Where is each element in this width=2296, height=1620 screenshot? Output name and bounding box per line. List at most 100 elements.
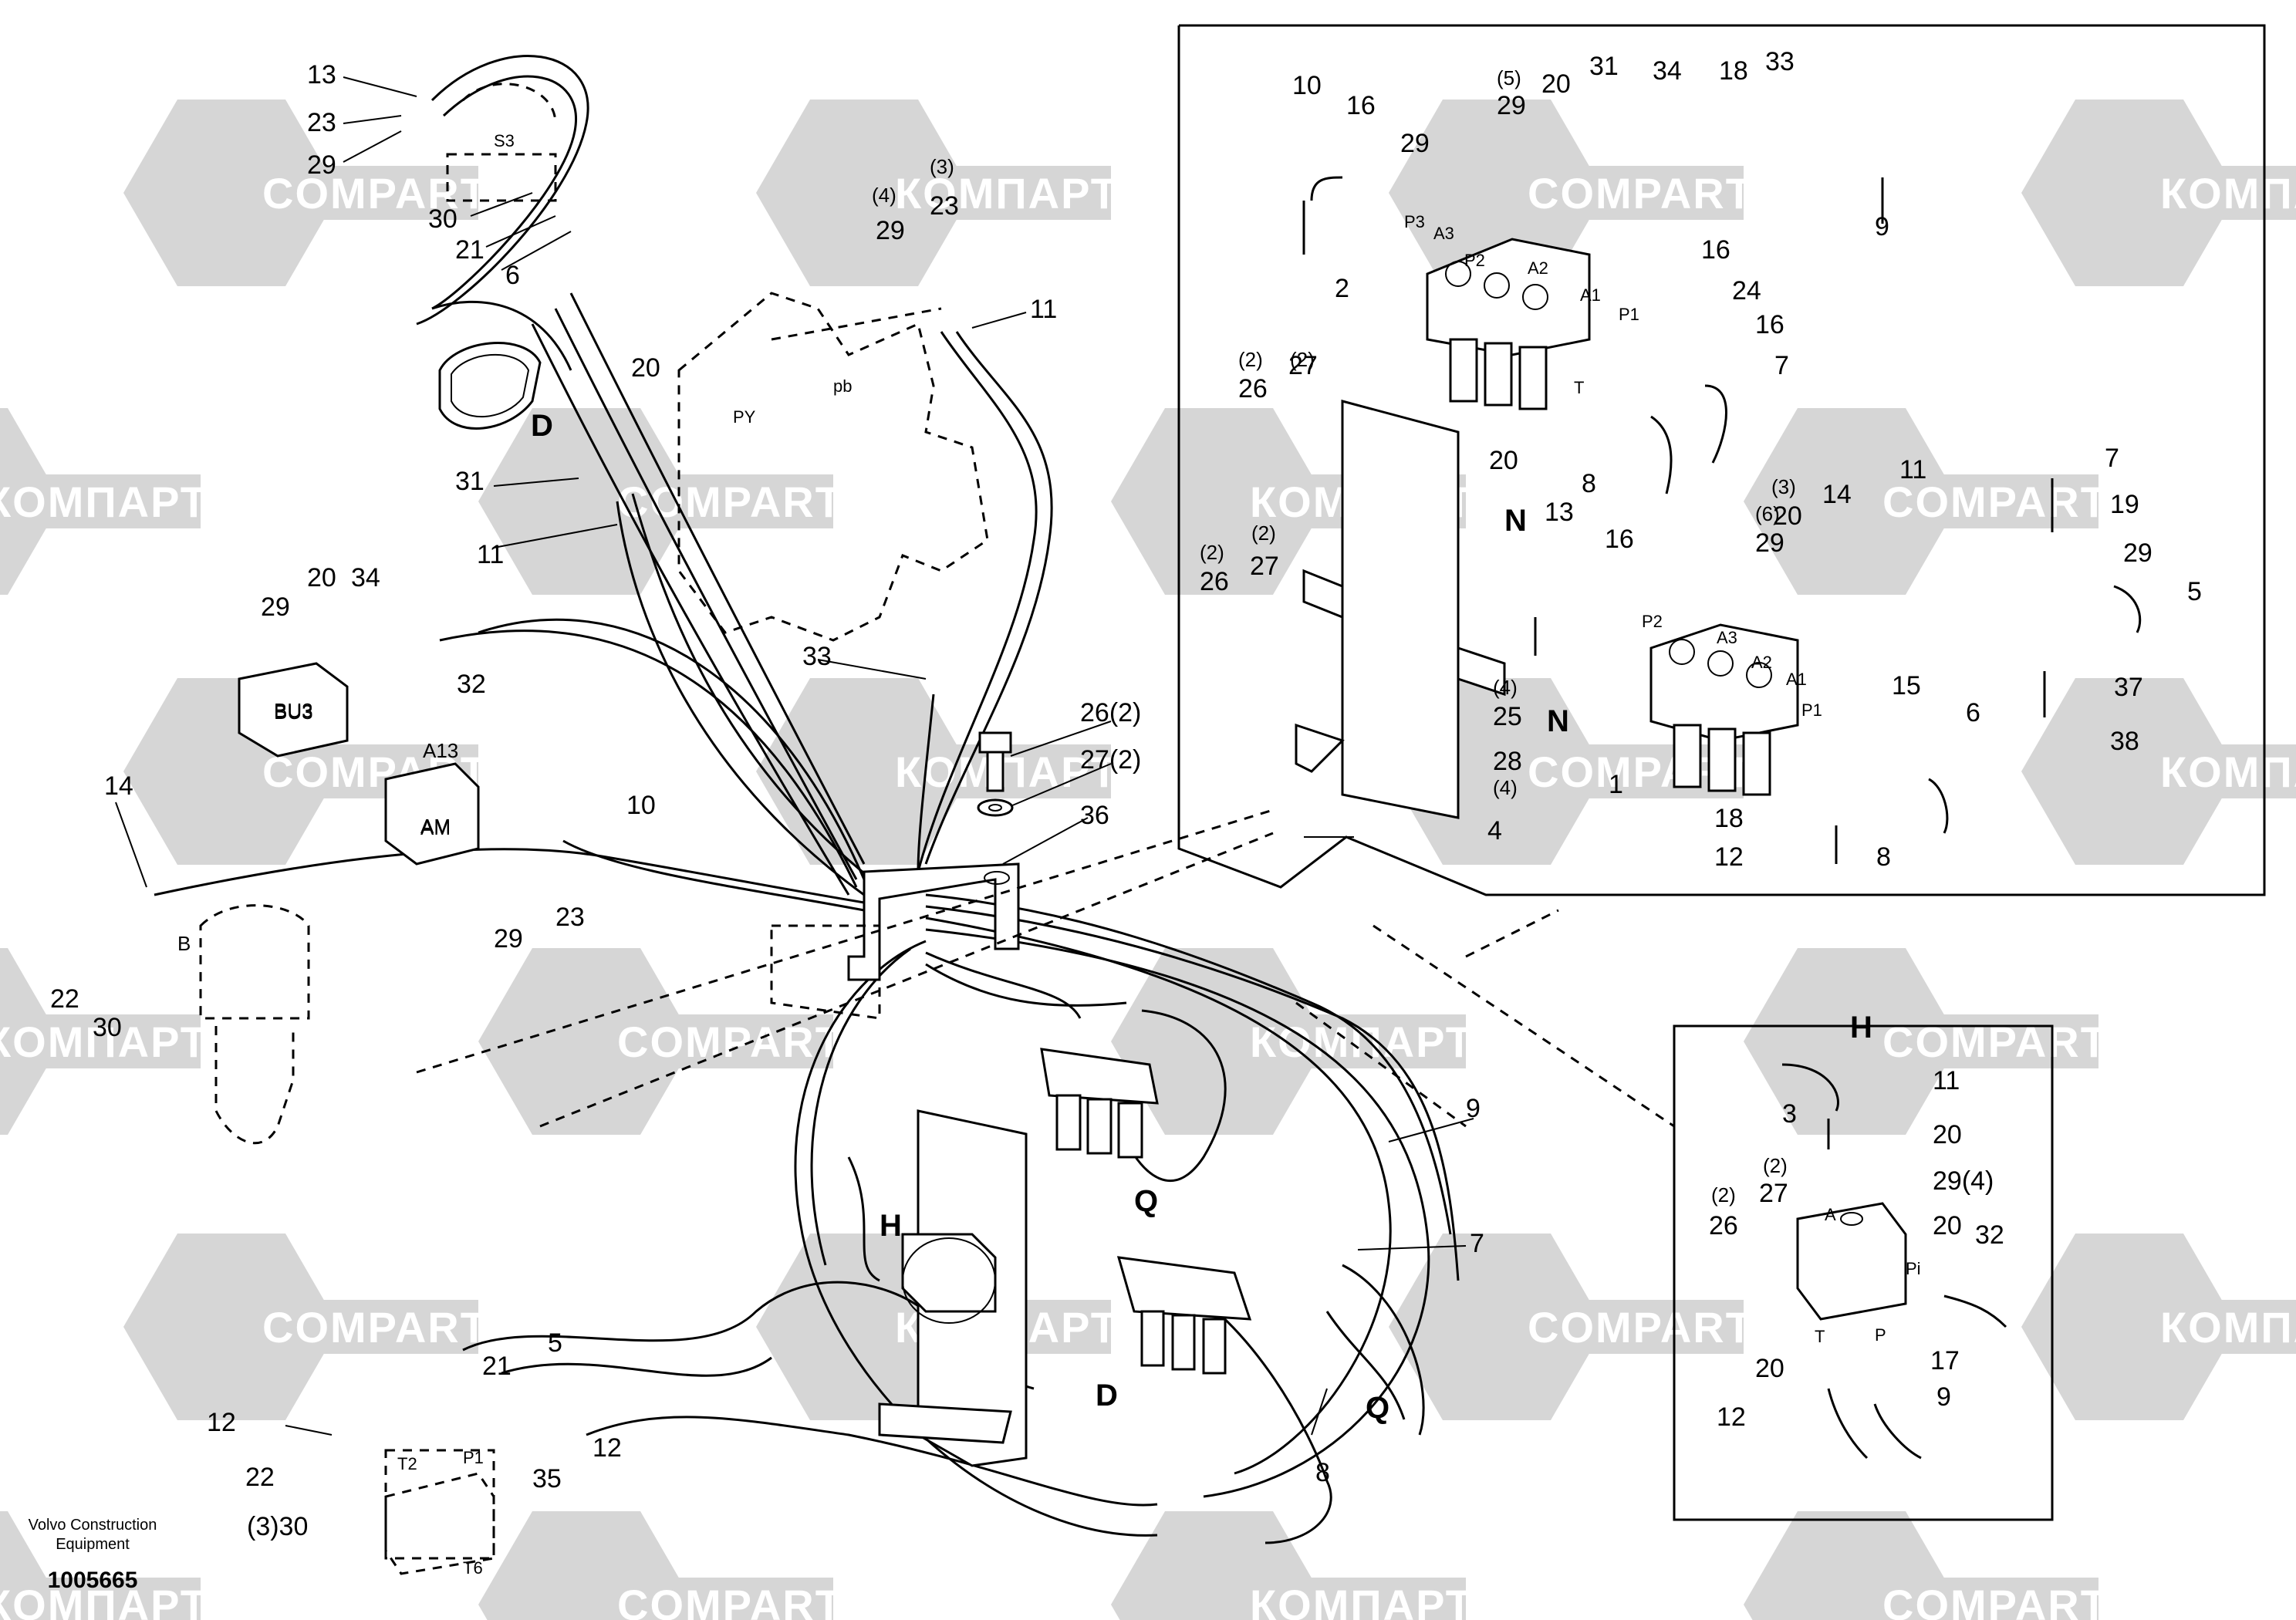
callout-label: 6 bbox=[1966, 698, 1980, 727]
callout-label: 6 bbox=[505, 261, 520, 290]
callout-label: 7 bbox=[1774, 351, 1789, 380]
callout-label: Q bbox=[1134, 1184, 1158, 1218]
watermark-text: КОМПАРТ bbox=[2160, 169, 2296, 218]
valve-bu3: BU3 bbox=[238, 662, 349, 758]
watermark-text: COMPART bbox=[262, 1303, 488, 1352]
callout-label: 3 bbox=[1782, 1099, 1797, 1129]
callout-label: 9 bbox=[1875, 212, 1889, 241]
callout-label: AM bbox=[420, 816, 451, 839]
valve-am: AM bbox=[384, 762, 480, 866]
detail-h-hoses bbox=[1781, 1063, 2007, 1460]
callout-label: A bbox=[1825, 1205, 1836, 1224]
callout-label: 13 bbox=[307, 60, 336, 89]
leader-lines bbox=[115, 76, 1474, 1436]
callout-label: N bbox=[1547, 704, 1569, 738]
watermark-band bbox=[2052, 166, 2296, 220]
reference-lines bbox=[416, 307, 1675, 1128]
callout-label: P2 bbox=[1642, 612, 1663, 631]
callout-label: 20 bbox=[1933, 1211, 1962, 1240]
callout-label: P1 bbox=[463, 1448, 484, 1467]
watermark-band bbox=[787, 166, 1111, 220]
callout-label: (3)30 bbox=[247, 1512, 308, 1541]
watermark-band bbox=[0, 474, 201, 528]
callout-label: A1 bbox=[1786, 670, 1807, 689]
watermark-band bbox=[154, 166, 478, 220]
callout-label: (4) bbox=[872, 184, 896, 207]
watermark-text: COMPART bbox=[617, 1581, 843, 1620]
callout-label: 27 bbox=[1759, 1179, 1788, 1208]
callout-label: 17 bbox=[1930, 1346, 1960, 1375]
watermark-text: КОМПАРТ bbox=[1250, 1581, 1474, 1620]
watermark-band bbox=[2052, 744, 2296, 798]
detail-h-frame bbox=[1673, 1024, 2054, 1521]
callout-label: 28 bbox=[1493, 747, 1522, 776]
callout-label: 5 bbox=[548, 1328, 562, 1358]
callout-label: 16 bbox=[1701, 235, 1730, 265]
svg-text:BU3: BU3 bbox=[274, 699, 313, 722]
callout-label: Q bbox=[1366, 1391, 1389, 1425]
callout-label: P1 bbox=[1801, 700, 1822, 720]
callout-label: 34 bbox=[1653, 56, 1682, 86]
callout-label: T6 bbox=[463, 1558, 483, 1578]
footer-company-line2: Equipment bbox=[56, 1536, 130, 1553]
watermark-text: COMPART bbox=[1882, 478, 2109, 526]
callout-label: 36 bbox=[1080, 801, 1109, 830]
watermark-band bbox=[509, 1578, 833, 1620]
watermark-text: КОМПАРТ bbox=[2160, 748, 2296, 796]
valve-block-d bbox=[1116, 1256, 1252, 1375]
callout-label: 26 bbox=[1709, 1211, 1738, 1240]
callout-label: 9 bbox=[1466, 1094, 1481, 1123]
watermark-text: COMPART bbox=[1528, 169, 1754, 218]
valve-block-bottom-left bbox=[384, 1472, 495, 1575]
watermark-band bbox=[1774, 474, 2098, 528]
callout-label: 27 bbox=[1288, 351, 1318, 380]
callout-label: (2) bbox=[1238, 348, 1263, 371]
callout-label: 34 bbox=[351, 563, 380, 592]
callout-label: 7 bbox=[1470, 1229, 1484, 1258]
callout-label: 20 bbox=[1489, 446, 1518, 475]
watermark-text: COMPART bbox=[1882, 1581, 2109, 1620]
callout-label: 22 bbox=[50, 984, 79, 1014]
callout-label: 4 bbox=[1487, 816, 1502, 845]
callout-label: T bbox=[1574, 378, 1584, 397]
callout-label: P2 bbox=[1464, 251, 1485, 270]
callout-label: 29 bbox=[1755, 528, 1784, 558]
watermark-band bbox=[0, 1014, 201, 1068]
callout-label: 26(2) bbox=[1080, 698, 1141, 727]
callout-label: D bbox=[531, 409, 553, 443]
callout-label: 15 bbox=[1892, 671, 1921, 700]
watermark-layer: COMPART КОМПАРТ COMPART КОМПАРТ КОМПАРТ COMPA… bbox=[0, 100, 2296, 1620]
callout-label: 32 bbox=[457, 670, 486, 699]
watermark-text: COMPART bbox=[1882, 1018, 2109, 1066]
callout-label: 30 bbox=[428, 204, 458, 234]
callout-label: 11 bbox=[477, 540, 504, 569]
valve-block-q bbox=[1040, 1048, 1159, 1159]
callout-label: 20 bbox=[631, 353, 660, 383]
watermark-text: КОМПАРТ bbox=[0, 1018, 208, 1066]
callout-label: 27 bbox=[1250, 552, 1279, 581]
svg-text:AM: AM bbox=[420, 815, 451, 838]
callout-label: 11 bbox=[1030, 295, 1057, 324]
watermark-band bbox=[0, 1578, 201, 1620]
callout-label: (2) bbox=[1711, 1183, 1736, 1207]
callout-label: 26 bbox=[1200, 567, 1229, 596]
detail-n-bracket bbox=[1295, 400, 1506, 819]
callout-label: 8 bbox=[1876, 842, 1891, 872]
callout-label: PY bbox=[733, 407, 756, 427]
callout-label: A2 bbox=[1751, 653, 1772, 672]
callout-label: 30 bbox=[93, 1013, 122, 1042]
watermark-band bbox=[1774, 1578, 2098, 1620]
watermark-band bbox=[509, 474, 833, 528]
callout-label: (3) bbox=[1771, 475, 1796, 498]
callout-label: BU3 bbox=[274, 700, 313, 724]
callout-label: 23 bbox=[307, 108, 336, 137]
watermark-text: COMPART bbox=[1528, 1303, 1754, 1352]
watermark-band bbox=[1142, 1014, 1466, 1068]
callout-label: B bbox=[177, 932, 191, 955]
callout-label: 21 bbox=[455, 235, 485, 265]
callout-label: S3 bbox=[494, 131, 515, 150]
callout-label: (2) bbox=[1251, 521, 1276, 545]
callout-label: P1 bbox=[1619, 305, 1639, 324]
callout-label: H bbox=[1850, 1011, 1872, 1045]
